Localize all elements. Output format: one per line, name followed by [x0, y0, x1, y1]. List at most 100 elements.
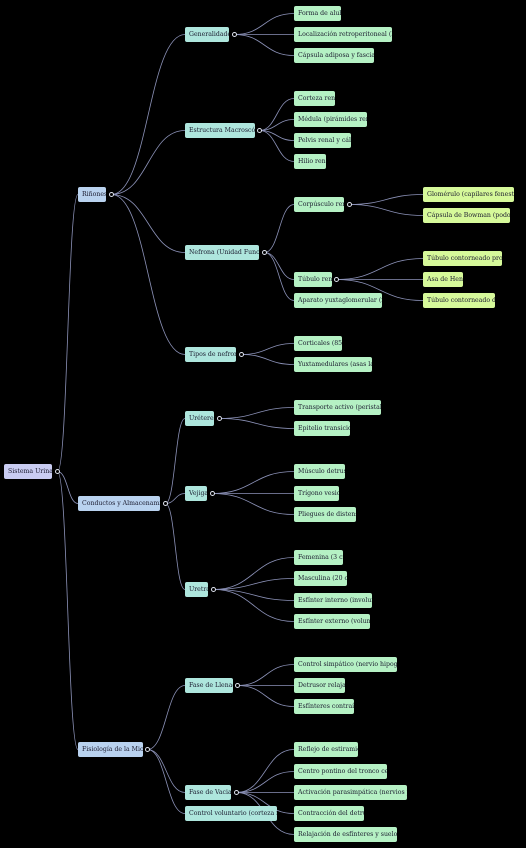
- connector-node-fase-llenado: [147, 685, 186, 750]
- leaf-relajacion-esfinteres[interactable]: Relajación de esfínteres y suelo pélvico: [294, 827, 397, 842]
- node-fase-llenado[interactable]: Fase de Llenado: [185, 678, 233, 693]
- node-estructura-macroscopica[interactable]: Estructura Macroscópica: [185, 123, 255, 138]
- connector-node-nefrona: [111, 194, 186, 253]
- leaf-pelvis-renal[interactable]: Pelvis renal y cálices: [294, 133, 351, 148]
- leaf-musculo-detrusor[interactable]: Músculo detrusor: [294, 464, 345, 479]
- toggle-llenado[interactable]: [235, 683, 240, 688]
- connector-leaf-hilio-renal: [259, 130, 295, 162]
- connector-leaf-esfinter-externo: [213, 589, 295, 622]
- leaf-reflejo-estiramiento[interactable]: Reflejo de estiramiento: [294, 742, 358, 757]
- leaf-pliegues-distension[interactable]: Pliegues de distensión: [294, 507, 356, 522]
- connector-leaf-reflejo-estiramiento: [236, 749, 295, 793]
- toggle-tubulo[interactable]: [334, 277, 339, 282]
- leaf-corticales[interactable]: Corticales (85%): [294, 336, 342, 351]
- connector-node-vejiga: [165, 493, 186, 504]
- node-uretra[interactable]: Uretra: [185, 582, 208, 597]
- node-vejiga[interactable]: Vejiga: [185, 486, 207, 501]
- connector-leaf-aparato-yuxtaglomerular: [264, 252, 295, 301]
- node-generalidades[interactable]: Generalidades: [185, 27, 229, 42]
- leaf-tubulo-distal[interactable]: Túbulo contorneado distal: [423, 293, 495, 308]
- connector-leaf-esfinteres-contraidos: [237, 685, 295, 707]
- connector-node-control-voluntario: [147, 749, 186, 814]
- toggle-vejiga[interactable]: [210, 491, 215, 496]
- toggle-vaciado[interactable]: [234, 790, 239, 795]
- node-control-voluntario[interactable]: Control voluntario (corteza frontal): [185, 806, 277, 821]
- leaf-hilio-renal[interactable]: Hilio renal: [294, 154, 326, 169]
- toggle-root[interactable]: [55, 469, 60, 474]
- leaf-localizacion[interactable]: Localización retroperitoneal (D12-L3): [294, 27, 392, 42]
- connector-leaf-yuxtamedulares: [241, 354, 295, 365]
- leaf-yuxtamedulares[interactable]: Yuxtamedulares (asas largas): [294, 357, 372, 372]
- node-rinones[interactable]: Riñones: [78, 187, 106, 202]
- leaf-aparato-yuxtaglomerular[interactable]: Aparato yuxtaglomerular (renina): [294, 293, 382, 308]
- toggle-nefrona[interactable]: [262, 250, 267, 255]
- leaf-medula[interactable]: Médula (pirámides renales): [294, 112, 367, 127]
- toggle-ureteres[interactable]: [217, 416, 222, 421]
- leaf-detrusor-relajado[interactable]: Detrusor relajado: [294, 678, 345, 693]
- connector-leaf-musculo-detrusor: [212, 471, 295, 494]
- toggle-fisiologia[interactable]: [145, 747, 150, 752]
- connector-leaf-tubulo-distal: [336, 279, 424, 301]
- leaf-corteza-renal[interactable]: Corteza renal: [294, 91, 335, 106]
- connector-leaf-pliegues-distension: [212, 493, 295, 515]
- connector-leaf-capsula-bowman: [349, 204, 424, 216]
- node-tipos-nefronas[interactable]: Tipos de nefronas: [185, 347, 236, 362]
- node-corpusculo-renal[interactable]: Corpúsculo renal: [294, 197, 344, 212]
- connector-node-corpusculo-renal: [264, 204, 295, 253]
- leaf-epitelio-transicional[interactable]: Epitelio transicional: [294, 421, 350, 436]
- node-fase-vaciado[interactable]: Fase de Vaciado: [185, 785, 231, 800]
- toggle-generalidades[interactable]: [232, 32, 237, 37]
- toggle-estructura[interactable]: [257, 128, 262, 133]
- node-nefrona[interactable]: Nefrona (Unidad Funcional): [185, 245, 259, 260]
- connector-node-estructura-macroscopica: [111, 130, 186, 195]
- node-conductos[interactable]: Conductos y Almacenamiento: [78, 496, 160, 511]
- connector-leaf-centro-pontino: [236, 771, 295, 793]
- connector-node-fisiologia-miccion: [57, 471, 79, 750]
- node-tubulo-renal[interactable]: Túbulo renal: [294, 272, 332, 287]
- connector-node-uretra: [165, 503, 186, 590]
- leaf-esfinter-interno[interactable]: Esfínter interno (involuntario): [294, 593, 372, 608]
- leaf-glomerulo[interactable]: Glomérulo (capilares fenestrados): [423, 187, 514, 202]
- connector-node-ureteres: [165, 418, 186, 504]
- connector-leaf-masculina: [213, 578, 295, 590]
- connector-leaf-forma-alubia: [234, 13, 295, 35]
- connector-leaf-capsula-adiposa: [234, 34, 295, 56]
- leaf-asa-henle[interactable]: Asa de Henle: [423, 272, 463, 287]
- node-ureteres[interactable]: Uréteres: [185, 411, 214, 426]
- leaf-control-simpatico[interactable]: Control simpático (nervio hipogástrico): [294, 657, 397, 672]
- connector-leaf-medula: [259, 119, 295, 131]
- leaf-centro-pontino[interactable]: Centro pontino del tronco cerebral: [294, 764, 387, 779]
- connector-node-conductos: [57, 471, 79, 504]
- connector-leaf-control-simpatico: [237, 664, 295, 686]
- connector-node-tipos-nefronas: [111, 194, 186, 355]
- toggle-uretra[interactable]: [211, 587, 216, 592]
- leaf-transporte-activo[interactable]: Transporte activo (peristaltismo): [294, 400, 381, 415]
- toggle-conductos[interactable]: [163, 501, 168, 506]
- connector-node-fase-vaciado: [147, 749, 186, 793]
- connector-node-rinones: [57, 194, 79, 472]
- connector-leaf-epitelio-transicional: [219, 418, 295, 429]
- leaf-esfinter-externo[interactable]: Esfínter externo (voluntario): [294, 614, 370, 629]
- connector-leaf-esfinter-interno: [213, 589, 295, 601]
- leaf-forma-alubia[interactable]: Forma de alubia: [294, 6, 341, 21]
- leaf-masculina[interactable]: Masculina (20 cm): [294, 571, 347, 586]
- connector-leaf-glomerulo: [349, 194, 424, 205]
- toggle-rinones[interactable]: [109, 192, 114, 197]
- leaf-tubulo-proximal[interactable]: Túbulo contorneado proximal: [423, 251, 502, 266]
- connector-node-generalidades: [111, 34, 186, 195]
- root-node-sistema-urinario[interactable]: Sistema Urinario: [4, 464, 52, 479]
- toggle-corpusculo[interactable]: [347, 202, 352, 207]
- connector-leaf-tubulo-proximal: [336, 258, 424, 280]
- leaf-capsula-adiposa[interactable]: Cápsula adiposa y fascia renal: [294, 48, 374, 63]
- connector-leaf-corteza-renal: [259, 98, 295, 131]
- node-fisiologia-miccion[interactable]: Fisiología de la Micción: [78, 742, 143, 757]
- toggle-tipos[interactable]: [239, 352, 244, 357]
- leaf-esfinteres-contraidos[interactable]: Esfínteres contraídos: [294, 699, 354, 714]
- leaf-contraccion-detrusor[interactable]: Contracción del detrusor: [294, 806, 364, 821]
- connector-leaf-corticales: [241, 343, 295, 355]
- leaf-femenina[interactable]: Femenina (3 cm): [294, 550, 343, 565]
- leaf-capsula-bowman[interactable]: Cápsula de Bowman (podocitos): [423, 208, 510, 223]
- leaf-trigono-vesical[interactable]: Trígono vesical: [294, 486, 339, 501]
- leaf-activacion-parasimpatica[interactable]: Activación parasimpática (nervios pélvic…: [294, 785, 407, 800]
